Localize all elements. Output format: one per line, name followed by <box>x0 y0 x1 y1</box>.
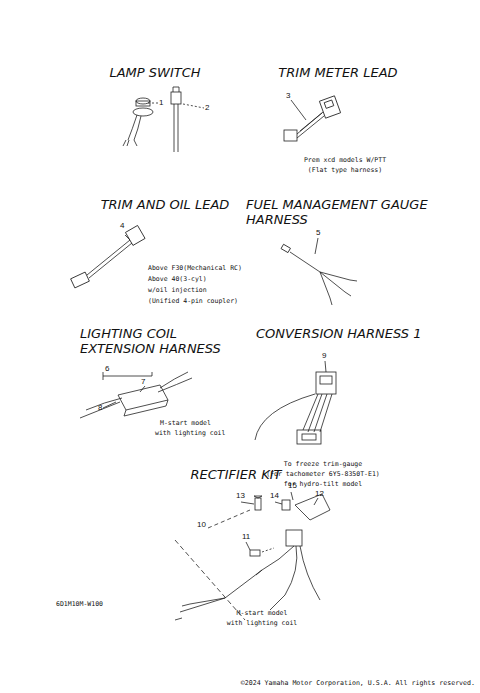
note-text: w/oil injection <box>148 287 207 294</box>
note-text: M-start model <box>237 610 288 617</box>
callout-number: 6 <box>105 364 109 373</box>
note-text: with lighting coil <box>155 430 225 437</box>
lamp-switch-drawing <box>123 87 204 152</box>
conversion-harness-drawing <box>255 361 336 444</box>
copyright-notice: ©2024 Yamaha Motor Corporation, U.S.A. A… <box>241 680 475 688</box>
note-text: Above 40(3-cyl) <box>148 276 207 283</box>
trim-oil-lead-drawing <box>71 225 145 287</box>
section-heading: TRIM METER LEAD <box>278 66 397 81</box>
section-heading: CONVERSION HARNESS 1 <box>256 327 421 342</box>
callout-number: 4 <box>120 221 124 230</box>
callout-number: 12 <box>315 489 324 498</box>
callout-number: 10 <box>197 520 206 529</box>
callout-number: 3 <box>286 91 290 100</box>
note-text: with lighting coil <box>227 620 297 627</box>
callout-number: 2 <box>205 103 209 112</box>
callout-number: 14 <box>270 491 279 500</box>
lighting-coil-harness-drawing <box>80 372 192 418</box>
note-text: Above F30(Mechanical RC) <box>148 265 242 272</box>
callout-number: 9 <box>322 351 326 360</box>
section-heading: FUEL MANAGEMENT GAUGE HARNESS <box>246 198 458 228</box>
trim-meter-lead-drawing <box>284 96 341 141</box>
rectifier-kit-drawing <box>175 492 330 620</box>
section-heading: TRIM AND OIL LEAD <box>101 198 230 213</box>
callout-number: 8 <box>98 403 102 412</box>
callout-number: 5 <box>316 228 320 237</box>
fuel-gauge-harness-drawing <box>281 238 357 305</box>
callout-number: 13 <box>236 491 245 500</box>
note-text: Prem xcd models W/PTT <box>304 157 386 164</box>
note-text: M-start model <box>160 420 211 427</box>
callout-number: 15 <box>288 481 297 490</box>
note-text: (Unified 4-pin coupler) <box>148 298 238 305</box>
note-text: (For tachometer 6Y5-8350T-E1) <box>266 471 380 478</box>
section-heading: RECTIFIER KIT <box>190 468 281 483</box>
callout-number: 1 <box>159 98 163 107</box>
section-heading: LAMP SWITCH <box>109 66 200 81</box>
figure-code: 6D1M10M-W100 <box>56 601 103 608</box>
callout-number: 7 <box>141 377 145 386</box>
callout-number: 11 <box>242 532 250 541</box>
note-text: (Flat type harness) <box>308 167 382 174</box>
section-heading: LIGHTING COIL EXTENSION HARNESS <box>80 327 248 357</box>
note-text: To freeze trim-gauge <box>284 461 362 468</box>
